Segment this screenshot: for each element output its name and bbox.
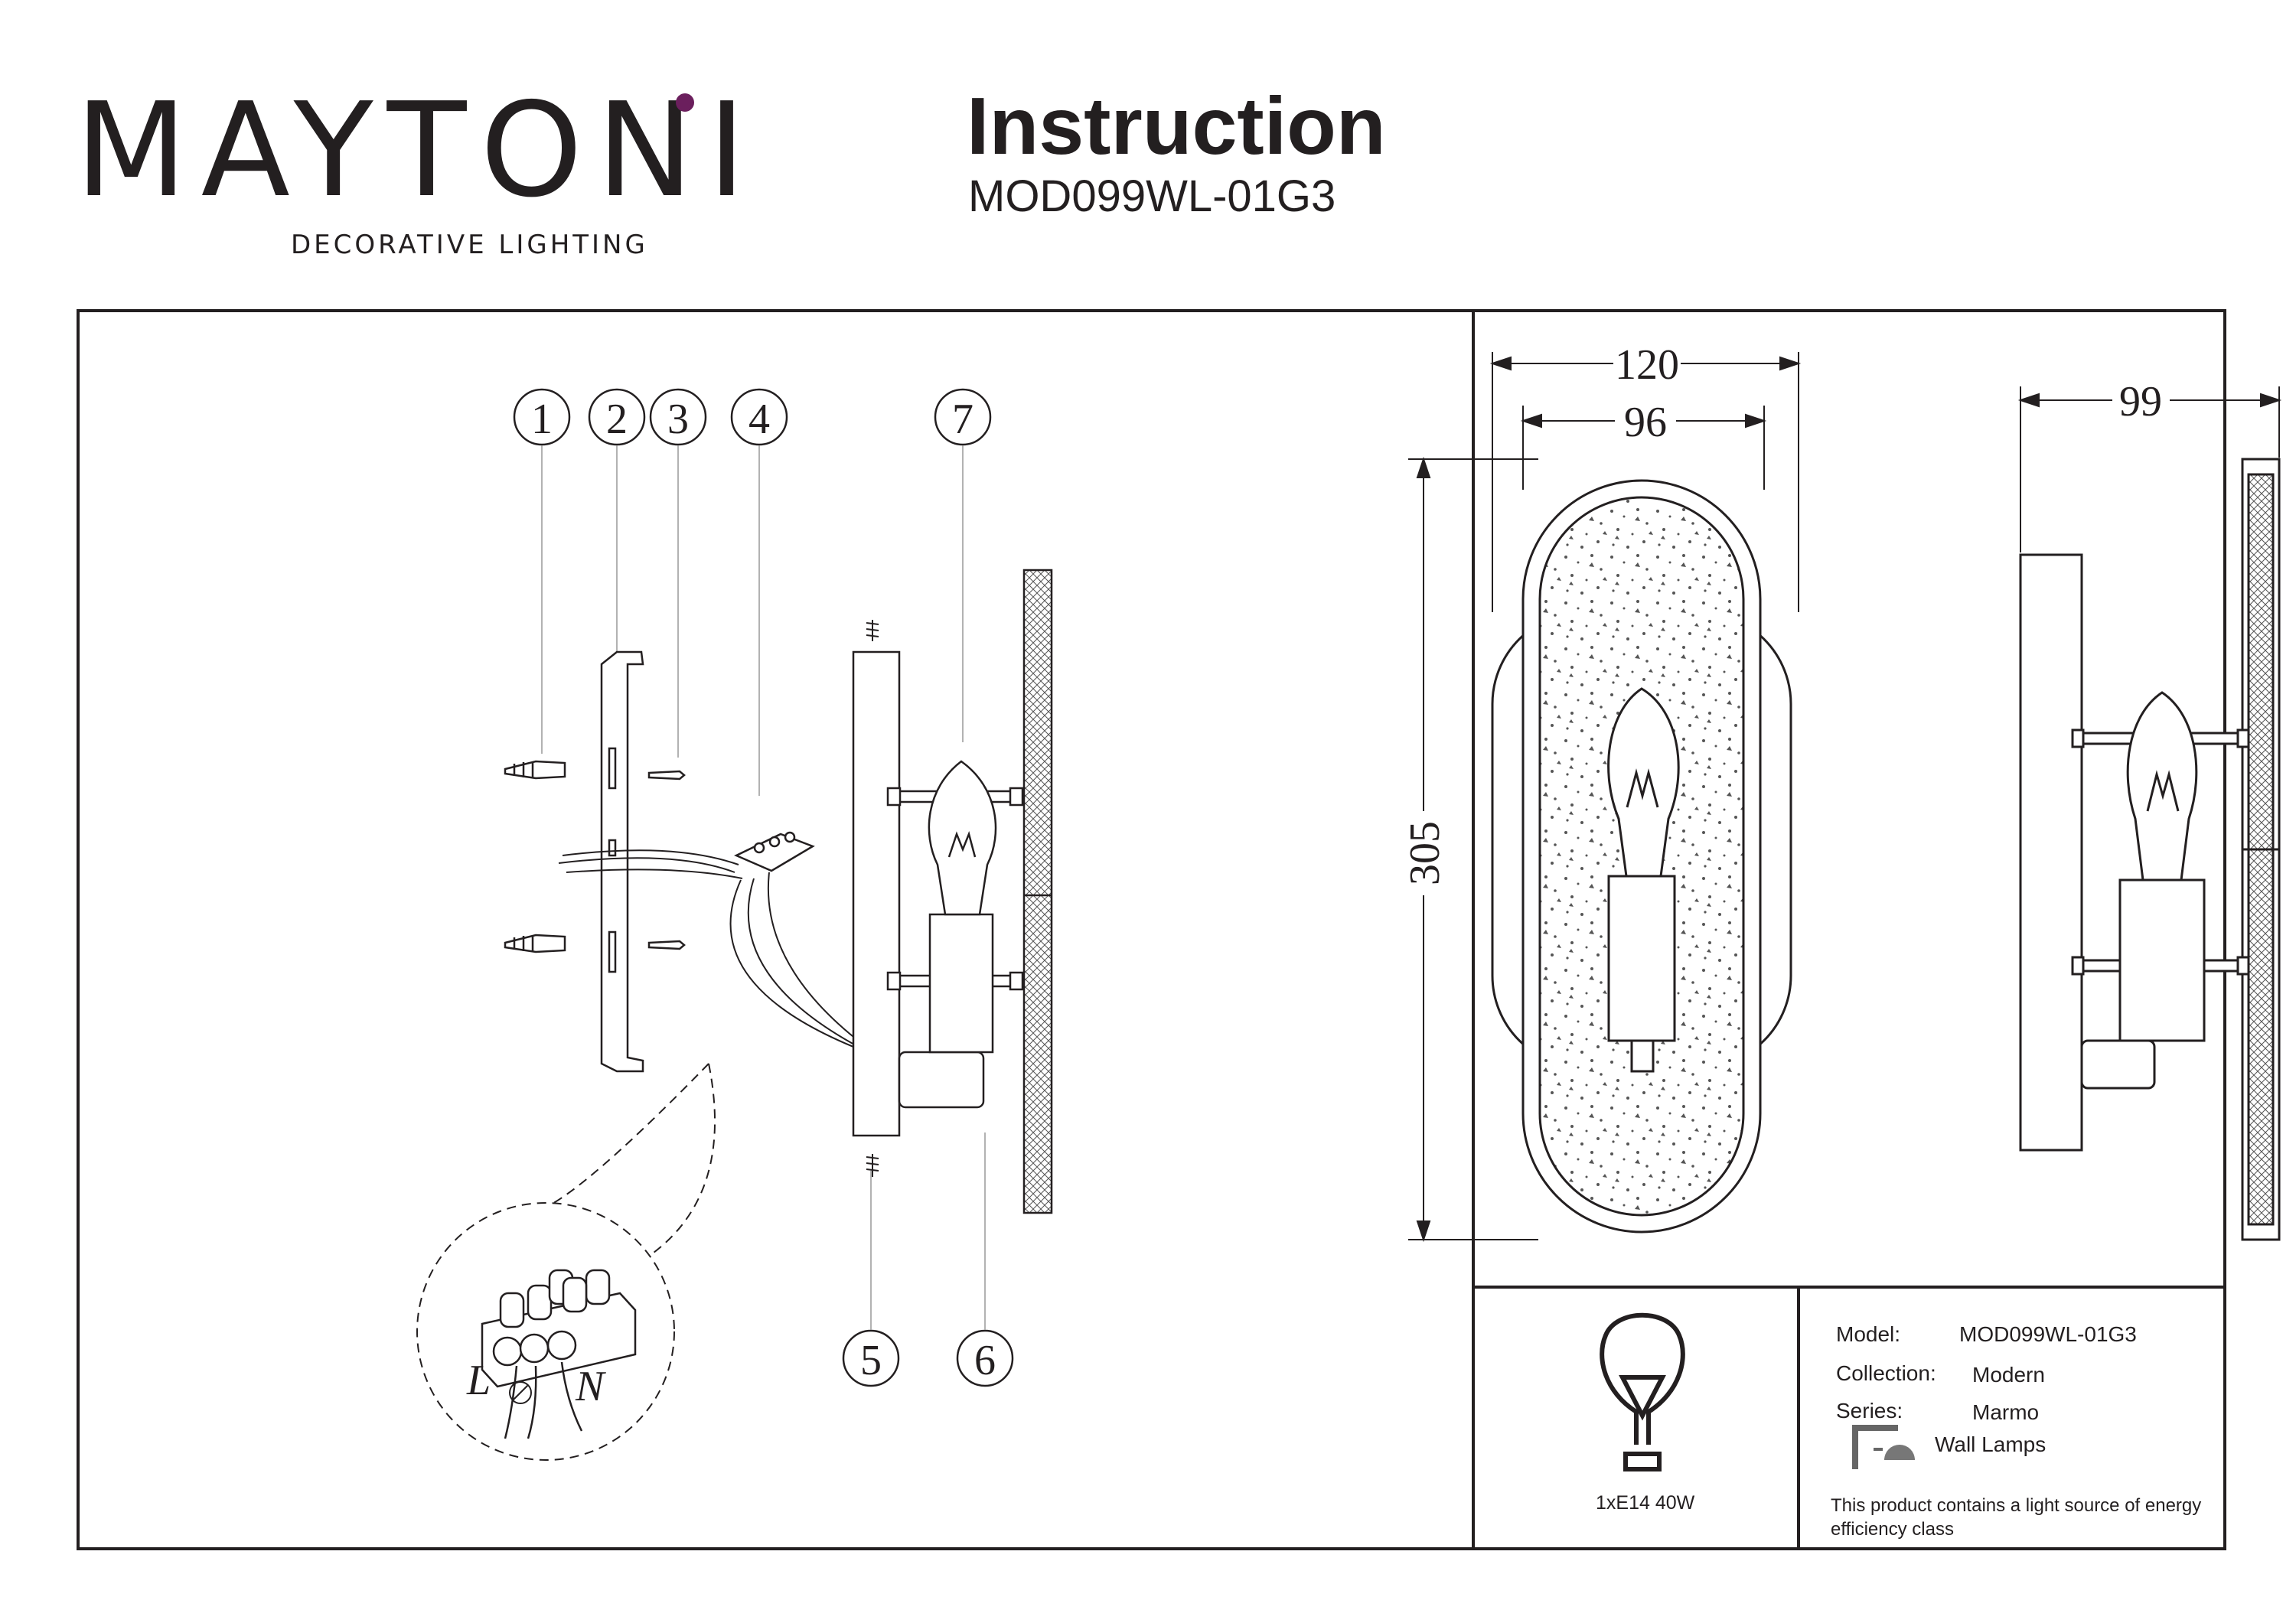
wall-plug [504,934,566,953]
part-number: 7 [952,396,974,443]
part-number: 1 [531,396,553,443]
spec-series-label: Series: [1836,1399,1903,1423]
part-circle-4 [730,388,788,446]
part-number: 2 [606,396,628,443]
spec-collection-label: Collection: [1836,1361,1936,1385]
spec-type-value: Wall Lamps [1935,1432,2047,1456]
spec-model-label: Model: [1836,1322,1901,1346]
logo-dot [676,93,694,112]
dimension-height: 305 [1401,821,1449,885]
exploded-view [504,650,815,1073]
part-circle-2 [588,388,646,446]
terminal-detail [481,1269,637,1439]
page-title: Instruction [967,81,1386,171]
mounting-bracket [600,650,644,1073]
part-circle-7 [934,388,992,446]
wall-lamp-icon [1852,1425,1915,1469]
front-view [1491,479,1792,1234]
part-number: 5 [860,1337,882,1384]
terminal-block [734,833,815,872]
brand-name: MAYTONI [75,75,760,227]
part-circle-1 [513,388,571,446]
part-circle-5 [842,1329,900,1387]
side-view [2019,458,2281,1241]
screw [647,770,686,781]
part-number: 4 [748,396,770,443]
dimension-inner-width: 96 [1624,399,1667,446]
model-number: MOD099WL-01G3 [968,171,1336,221]
outer-frame [77,309,2226,1550]
lamp-body [852,569,1053,1214]
spec-collection-value: Modern [1972,1363,2045,1387]
part-circle-3 [649,388,707,446]
energy-note: This product contains a light source of … [1831,1495,2202,1540]
bulb-icon [1600,1312,1685,1471]
spec-bulb: 1xE14 40W [1596,1492,1695,1514]
brand-tagline: DECORATIVE LIGHTING [291,230,648,260]
live-label: L [466,1357,491,1404]
brand-logo: MAYTONI [75,86,746,262]
wall-plug [504,760,566,780]
earth-icon [509,1381,532,1404]
part-circle-6 [956,1329,1014,1387]
wiring-detail-callout [416,1063,716,1461]
part-number: 3 [667,396,689,443]
screw [647,940,686,950]
neutral-label: N [575,1363,606,1410]
spec-model-value: MOD099WL-01G3 [1959,1322,2137,1346]
dimension-width: 120 [1615,341,1679,389]
spec-series-value: Marmo [1972,1400,2040,1424]
dimension-depth: 99 [2119,378,2162,425]
part-number: 6 [974,1337,996,1384]
